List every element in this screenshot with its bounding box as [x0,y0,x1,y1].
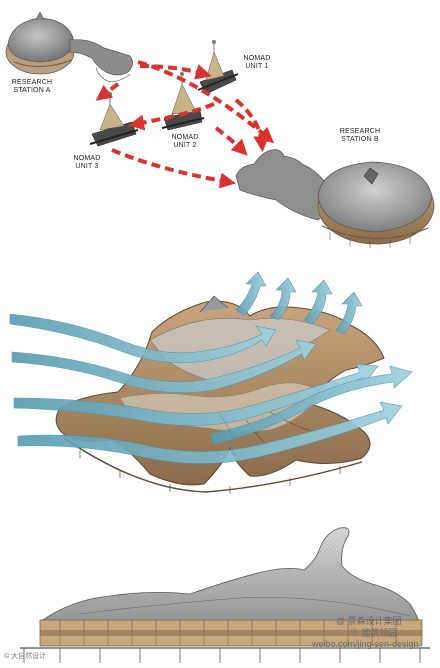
watermark-url: weibo.com/jing-sen-design [312,639,419,649]
label-research-station-b: RESEARCH STATION B [328,128,392,144]
elevation-section [20,527,430,663]
route-arrow-icon [234,98,270,152]
label-nomad-unit-3: NOMAD UNIT 3 [62,155,112,171]
label-line: NOMAD [243,55,271,62]
route-arrow-icon [111,148,236,189]
wind-arrow-icon [209,365,413,445]
label-line: RESEARCH [11,79,53,86]
wind-arrow-icon [17,401,403,464]
route-arrow-icon [137,60,275,144]
label-line: UNIT 3 [75,163,99,170]
route-map-section [5,11,435,248]
route-arrow-icon [95,82,120,101]
label-nomad-unit-1: NOMAD UNIT 1 [232,55,282,71]
wind-arrow-icon [13,363,379,426]
wind-arrow-icon [11,339,317,393]
research-station-b [235,149,435,248]
route-arrow-icon [128,102,215,131]
watermark-brand: @ 景森设计集团 [336,616,402,626]
label-research-station-a: RESEARCH STATION A [2,79,62,95]
wind-arrow-icon [219,413,237,457]
label-line: NOMAD [73,155,101,162]
wind-arrow-icon [269,277,297,321]
wind-arrow-icon [9,313,277,364]
route-arrows [95,60,275,189]
label-line: UNIT 2 [173,142,197,149]
label-line: STATION A [13,87,51,94]
nomad-unit-3 [89,92,139,147]
watermark-sub: ❀ 建筑领园 [350,628,398,638]
wind-arrow-icon [235,271,267,317]
route-arrow-icon [139,64,212,80]
research-station-a [5,11,133,83]
label-line: UNIT 1 [245,63,269,70]
route-arrow-icon [214,126,248,156]
label-line: STATION B [341,136,379,143]
watermark-credit: © 大自然设计 [4,653,47,660]
label-line: RESEARCH [339,128,381,135]
wind-arrow-icon [303,279,333,325]
wind-flow-section [9,271,413,494]
label-line: NOMAD [171,134,199,141]
label-nomad-unit-2: NOMAD UNIT 2 [160,134,210,150]
wind-ribbons [9,271,413,464]
wind-arrow-icon [335,291,363,335]
nomad-unit-2 [161,72,205,131]
